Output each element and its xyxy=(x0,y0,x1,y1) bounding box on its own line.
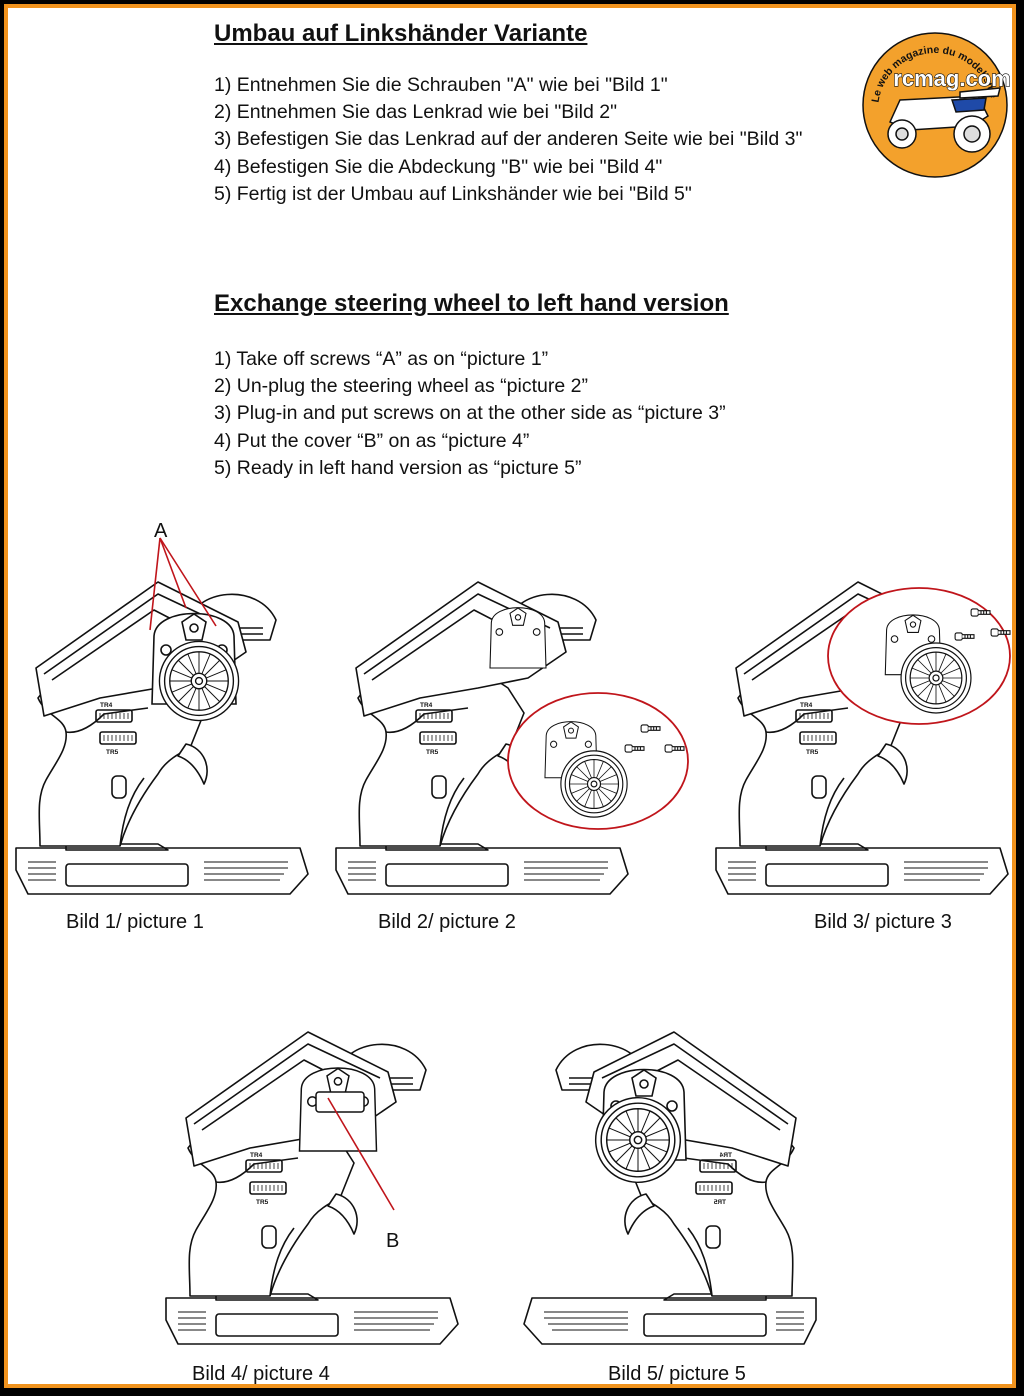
english-title: Exchange steering wheel to left hand ver… xyxy=(214,290,729,317)
german-title: Umbau auf Linkshänder Variante xyxy=(214,20,588,47)
german-step: 5) Fertig ist der Umbau auf Linkshänder … xyxy=(214,182,692,205)
german-step: 2) Entnehmen Sie das Lenkrad wie bei "Bi… xyxy=(214,101,617,124)
english-step: 2) Un-plug the steering wheel as “pictur… xyxy=(214,375,588,398)
logo-brand-text: rcmag.com xyxy=(893,66,1010,91)
figure-4-caption: Bild 4/ picture 4 xyxy=(192,1363,330,1385)
figure-5-caption: Bild 5/ picture 5 xyxy=(608,1363,746,1385)
callout-b-line xyxy=(327,1097,395,1211)
english-step: 4) Put the cover “B” on as “picture 4” xyxy=(214,429,530,452)
figure-2-transmitter xyxy=(335,581,689,895)
callout-a-lines xyxy=(149,537,217,631)
german-step: 1) Entnehmen Sie die Schrauben "A" wie b… xyxy=(214,74,668,96)
callout-a-label: A xyxy=(154,520,168,542)
german-step: 3) Befestigen Sie das Lenkrad auf der an… xyxy=(214,128,803,151)
german-steps: 1) Entnehmen Sie die Schrauben "A" wie b… xyxy=(214,72,802,208)
english-step: 5) Ready in left hand version as “pictur… xyxy=(214,456,582,479)
figure-3-transmitter xyxy=(715,581,1011,895)
german-step: 4) Befestigen Sie die Abdeckung "B" wie … xyxy=(214,155,663,178)
callout-b-label: B xyxy=(386,1230,400,1252)
english-step: 1) Take off screws “A” as on “picture 1” xyxy=(214,348,549,370)
figure-2-caption: Bild 2/ picture 2 xyxy=(378,911,516,933)
figure-4-transmitter xyxy=(165,1031,459,1345)
rcmag-logo: Le web magazine du modelisme rcmag.com xyxy=(862,32,1010,178)
english-steps: 1) Take off screws “A” as on “picture 1”… xyxy=(214,346,726,482)
rc-car-icon xyxy=(887,87,1001,153)
figure-3-caption: Bild 3/ picture 3 xyxy=(814,911,952,933)
english-step: 3) Plug-in and put screws on at the othe… xyxy=(214,402,726,425)
cover-b-plate xyxy=(315,1091,365,1113)
figure-5-transmitter xyxy=(523,1031,817,1345)
instruction-page: Umbau auf Linkshänder Variante 1) Entneh… xyxy=(4,4,1016,1388)
figure-1-transmitter xyxy=(15,537,309,895)
figure-1-caption: Bild 1/ picture 1 xyxy=(66,911,204,933)
